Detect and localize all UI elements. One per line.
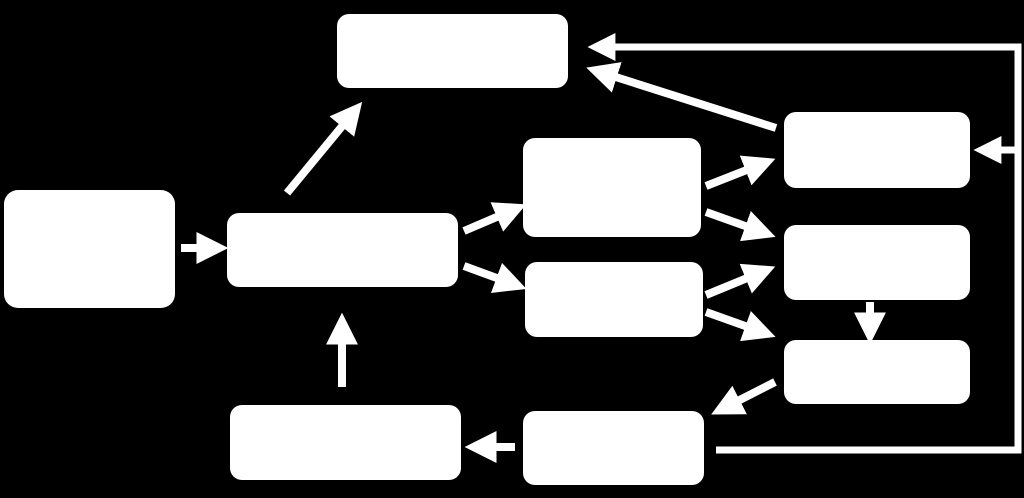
node-bottom-left-box <box>230 405 461 480</box>
arrow-bottom-mid-loop-to-top <box>587 33 1022 454</box>
node-right-box-2 <box>784 225 970 300</box>
arrow-mid-upper-to-right-1 <box>704 155 776 190</box>
arrow-mid-upper-to-right-2 <box>704 208 776 242</box>
arrow-mid-lower-to-right-3 <box>704 308 776 342</box>
node-right-box-1 <box>784 112 970 188</box>
node-bottom-mid-box <box>523 411 704 485</box>
arrow-center-to-mid-lower <box>462 262 527 293</box>
node-mid-upper-box <box>523 138 701 237</box>
node-right-box-3 <box>784 340 970 404</box>
node-top-box <box>337 14 568 88</box>
arrow-right-1-to-top <box>586 62 778 132</box>
node-left-box <box>4 190 175 308</box>
node-center-box <box>227 213 458 287</box>
arrow-center-to-mid-upper <box>462 202 527 235</box>
arrow-center-to-top <box>283 101 363 196</box>
arrow-right-3-to-bottom-mid <box>711 378 777 415</box>
arrow-mid-lower-to-right-2 <box>704 263 776 299</box>
node-mid-lower-box <box>525 262 703 337</box>
